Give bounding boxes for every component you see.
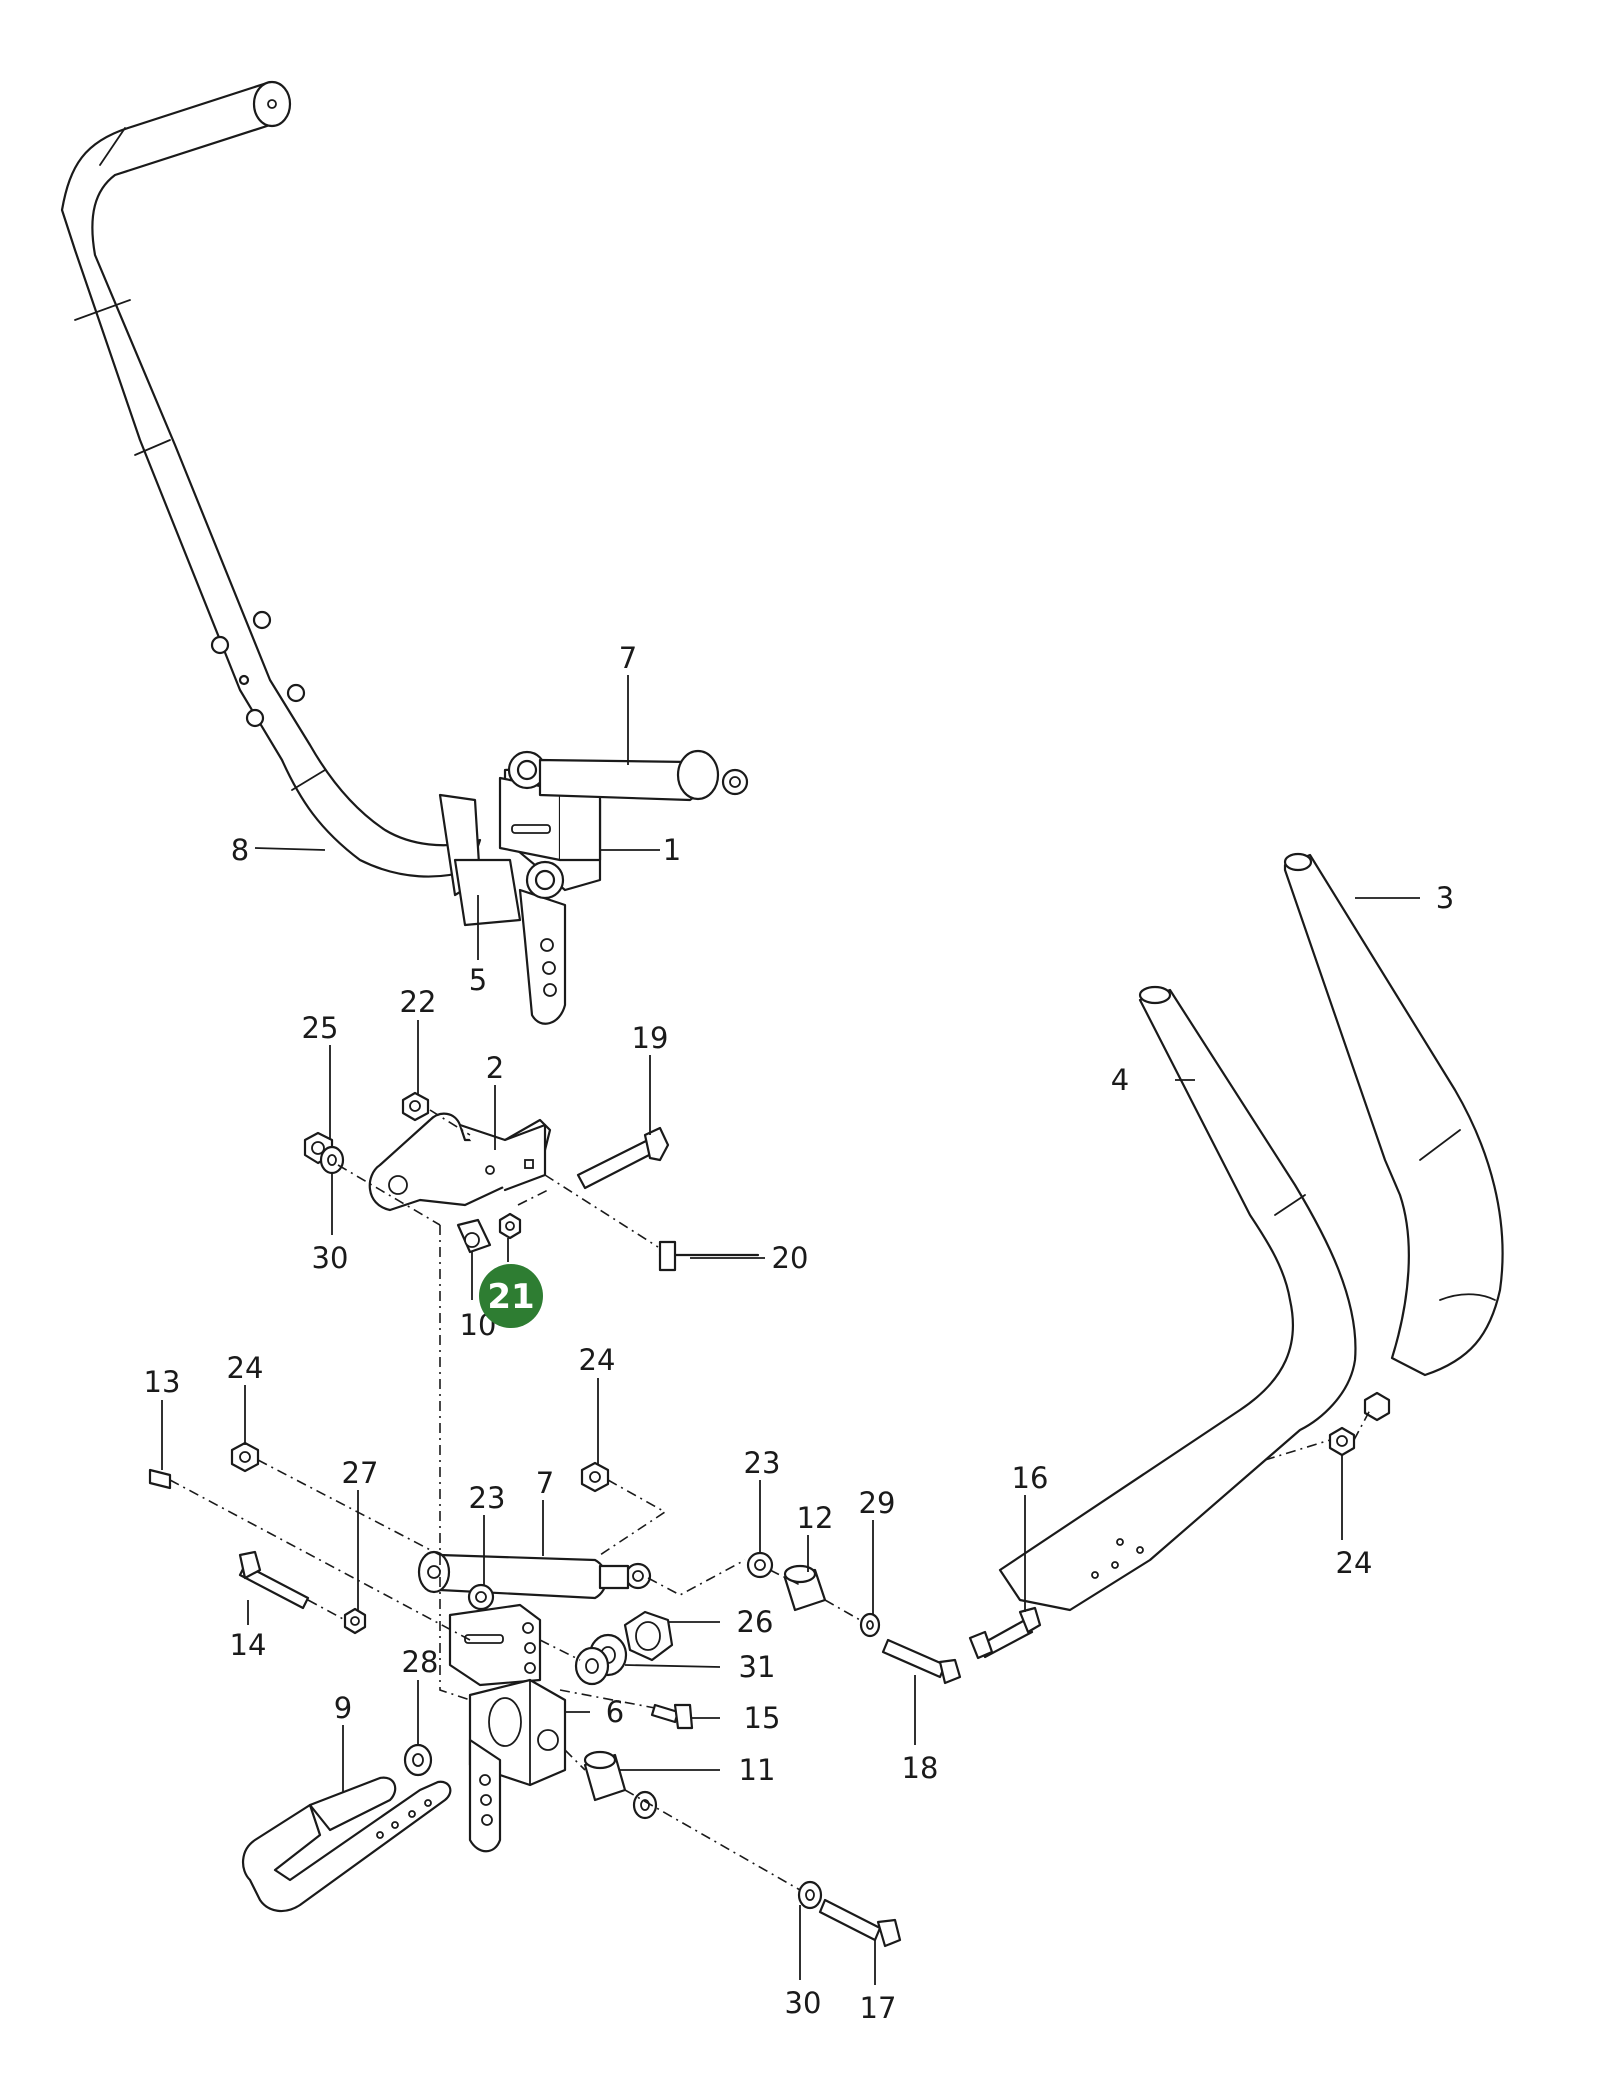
upper-bracket-assembly[interactable] <box>438 749 749 1025</box>
callout-3: 3 <box>1436 881 1454 915</box>
washer-31-icon <box>574 1633 628 1686</box>
clip-10-icon <box>456 1218 492 1254</box>
callout-25: 25 <box>302 1011 339 1045</box>
highlight-label: 21 <box>487 1277 534 1317</box>
callout-12: 12 <box>797 1501 834 1535</box>
callout-20: 20 <box>772 1241 809 1275</box>
nut-24c-icon <box>1328 1391 1391 1457</box>
middle-bracket[interactable] <box>368 1112 552 1212</box>
callout-18: 18 <box>902 1751 939 1785</box>
spacer-12-icon <box>783 1564 827 1612</box>
callout-22: 22 <box>400 985 437 1019</box>
callout-labels: 7 1 8 5 3 4 25 22 2 19 30 10 20 13 24 24… <box>144 641 1455 2025</box>
nut-24a-icon <box>230 1441 260 1473</box>
pin-20-icon <box>658 1240 760 1272</box>
right-handle-tube-3[interactable] <box>1283 852 1504 1377</box>
callout-27: 27 <box>342 1456 379 1490</box>
washer-28-icon <box>403 1743 433 1777</box>
callout-4: 4 <box>1111 1063 1129 1097</box>
nut-24b-icon <box>580 1461 610 1493</box>
callout-24: 24 <box>227 1351 264 1385</box>
spring-23a-icon <box>467 1583 495 1611</box>
callout-16: 16 <box>1012 1461 1049 1495</box>
callout-9: 9 <box>334 1691 352 1725</box>
bolt-19-icon <box>576 1126 670 1190</box>
callout-1: 1 <box>663 833 681 867</box>
washer-30b-icon <box>797 1880 823 1910</box>
callout-29: 29 <box>859 1486 896 1520</box>
callout-26: 26 <box>737 1605 774 1639</box>
upper-handle-bar[interactable] <box>60 80 482 878</box>
bolt-16-icon <box>968 1606 1042 1660</box>
callout-7: 7 <box>536 1466 554 1500</box>
callout-17: 17 <box>860 1991 897 2025</box>
spacer-11-icon <box>583 1750 627 1802</box>
bolt-15-icon <box>650 1703 694 1730</box>
callout-2: 2 <box>486 1051 504 1085</box>
nut-27-icon <box>343 1607 367 1635</box>
callout-30: 30 <box>785 1986 822 2020</box>
nut-22-icon <box>401 1091 430 1122</box>
callout-6: 6 <box>606 1695 624 1729</box>
assembly-lines <box>169 1109 1371 1891</box>
callout-19: 19 <box>632 1021 669 1055</box>
callout-11: 11 <box>739 1753 776 1787</box>
bolt-14-icon <box>238 1550 310 1610</box>
right-handle-tube-4[interactable] <box>998 985 1357 1612</box>
foot-pedal-tube[interactable] <box>242 1776 452 1913</box>
bolt-18-icon <box>881 1638 962 1685</box>
callout-31: 31 <box>739 1650 776 1684</box>
nut-26-icon <box>623 1610 674 1662</box>
callout-23: 23 <box>744 1446 781 1480</box>
handle-bolt-icon <box>210 610 306 728</box>
bolt-17-icon <box>818 1898 902 1948</box>
callout-23: 23 <box>469 1481 506 1515</box>
washer-29-icon <box>859 1612 881 1638</box>
callout-13: 13 <box>144 1365 181 1399</box>
callout-24: 24 <box>1336 1546 1373 1580</box>
spring-23b-icon <box>746 1551 774 1579</box>
callout-24: 24 <box>579 1343 616 1377</box>
callout-7: 7 <box>619 641 637 675</box>
leader-lines <box>161 675 1420 1985</box>
highlight-badge <box>479 1264 543 1328</box>
callout-14: 14 <box>230 1628 267 1662</box>
set-screw-13-icon <box>148 1468 172 1490</box>
callout-30: 30 <box>312 1241 349 1275</box>
washer-30-icon <box>319 1145 345 1175</box>
highlight-callout-21[interactable]: 21 <box>479 1264 543 1328</box>
callout-28: 28 <box>402 1645 439 1679</box>
callout-5: 5 <box>469 963 487 997</box>
lower-bracket-block[interactable] <box>448 1603 567 1853</box>
callout-8: 8 <box>231 833 249 867</box>
lower-rod[interactable] <box>417 1550 652 1600</box>
nut-small-icon <box>498 1212 522 1240</box>
callout-15: 15 <box>744 1701 781 1735</box>
